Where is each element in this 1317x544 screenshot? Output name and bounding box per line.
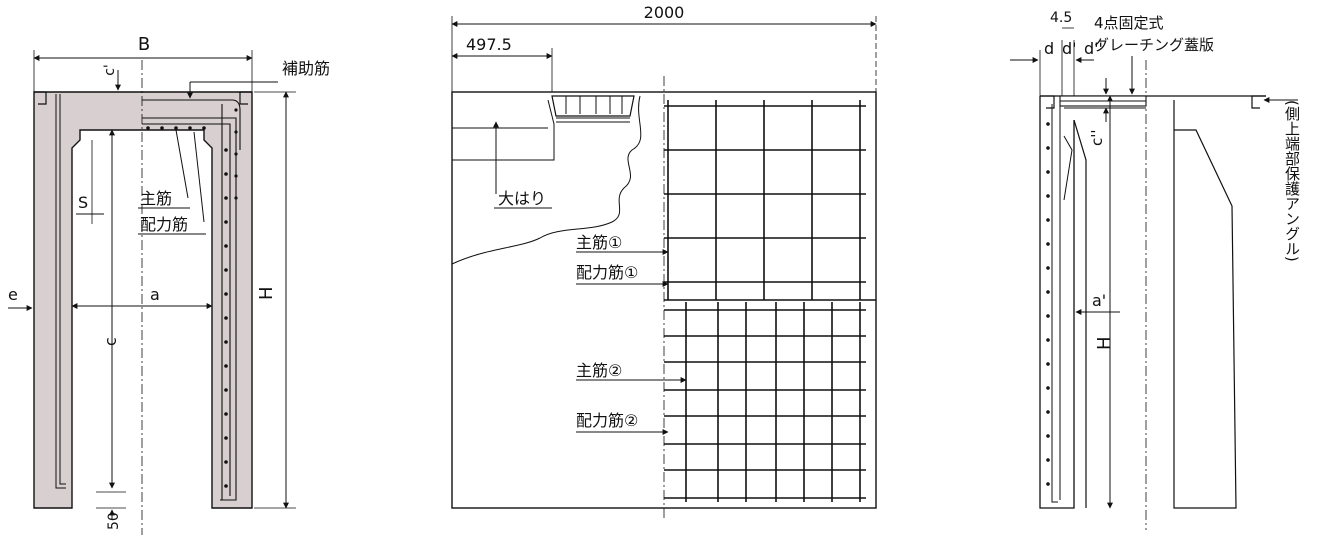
rebar-dot: [1046, 386, 1050, 390]
right-side-wall: [1173, 100, 1237, 509]
rebar-dot: [174, 126, 178, 130]
rebar-dot: [234, 196, 238, 200]
label-shukin2: 主筋②: [576, 361, 622, 380]
rebar-dot: [1046, 122, 1050, 126]
rebar-dot: [146, 126, 150, 130]
label-c-dprime: c'': [1088, 130, 1106, 147]
label-H-right: H: [1094, 336, 1115, 350]
rebar-dot: [1046, 170, 1050, 174]
rebar-dot: [224, 268, 228, 272]
rebar-dot: [202, 126, 206, 130]
beam-grating-bars: [556, 96, 630, 123]
rebar-dot: [234, 174, 238, 178]
rebar-dot: [1046, 338, 1050, 342]
label-cover-1: 4点固定式: [1094, 14, 1164, 32]
right-rebar: [1051, 104, 1061, 503]
hairyoku-leader: [193, 131, 205, 223]
left-angle: [34, 91, 47, 105]
rebar-dot: [224, 412, 228, 416]
label-a: a: [150, 285, 160, 304]
rebar-dot: [188, 126, 192, 130]
rebar-dot: [1046, 218, 1050, 222]
rebar-dot: [1046, 266, 1050, 270]
rebar-dot: [1046, 362, 1050, 366]
rebar-dot: [1046, 242, 1050, 246]
rebar-dot: [224, 196, 228, 200]
label-shukin1: 主筋①: [576, 233, 622, 252]
beam-outline: [452, 99, 555, 161]
top-left-angle: [1040, 95, 1055, 109]
rebar-dot: [224, 148, 228, 152]
label-497: 497.5: [466, 35, 512, 54]
rebar-dot: [224, 484, 228, 488]
label-d-dprime: d'': [1084, 39, 1103, 58]
label-a-prime: a': [1092, 291, 1106, 310]
label-d-prime: d': [1062, 39, 1077, 58]
rebar-dot: [224, 244, 228, 248]
rebar-dot: [224, 460, 228, 464]
rebar-dot: [160, 126, 164, 130]
left-wall-rebar: [55, 94, 66, 489]
label-c: c: [101, 337, 120, 346]
label-d: d: [1044, 39, 1054, 58]
label-50: 50: [106, 512, 122, 530]
rebar-dot: [234, 108, 238, 112]
right-wall-taper: [1073, 119, 1087, 508]
rebar-dot: [234, 130, 238, 134]
shukin-leader: [175, 129, 189, 199]
rebar-dot: [1046, 314, 1050, 318]
label-hojo: 補助筋: [282, 59, 330, 78]
top-right-angle: [1251, 95, 1266, 109]
label-H: H: [256, 286, 277, 300]
rebar-dot: [1046, 482, 1050, 486]
label-S: S: [78, 193, 88, 212]
inner-hook: [1063, 135, 1073, 201]
label-hairyoku: 配力筋: [140, 215, 188, 234]
rebar-dot: [224, 220, 228, 224]
label-ohari: 大はり: [498, 189, 546, 208]
right-rebar-dots: [1046, 122, 1050, 486]
rebar-dot: [1046, 410, 1050, 414]
rebar-dot: [224, 340, 228, 344]
middle-plan-view: 2000 497.5 大はり 主筋① 配力筋① 主筋② 配力筋②: [451, 3, 877, 520]
label-hairyoku1: 配力筋①: [576, 263, 638, 282]
right-outer-wall: [1039, 96, 1075, 509]
mesh-upper: [664, 100, 876, 301]
rebar-dot: [234, 152, 238, 156]
label-4-5: 4.5: [1050, 10, 1072, 26]
rebar-dots: [146, 108, 238, 488]
rebar-dot: [224, 436, 228, 440]
rebar-dot: [1046, 146, 1050, 150]
label-hairyoku2: 配力筋②: [576, 411, 638, 430]
u-channel-concrete: [33, 91, 253, 509]
rebar-dot: [224, 364, 228, 368]
rebar-dot: [224, 316, 228, 320]
rebar-dot: [224, 172, 228, 176]
right-angle: [239, 91, 252, 105]
label-c-prime: c': [102, 64, 118, 76]
rebar-dot: [1046, 290, 1050, 294]
mesh-lower: [664, 302, 866, 502]
beam-grating: [551, 95, 635, 117]
rebar-dot: [1046, 194, 1050, 198]
rebar-dot: [224, 388, 228, 392]
rebar-dot: [1046, 434, 1050, 438]
label-2000: 2000: [644, 3, 685, 22]
label-cover-2: グレーチング蓋版: [1094, 36, 1214, 54]
label-angle: (側上端部保護アングル): [1283, 100, 1301, 262]
label-B: B: [138, 34, 150, 55]
left-cross-section: B c' 補助筋 主筋 配力筋 S e a c 50: [8, 34, 330, 535]
label-e: e: [8, 285, 18, 304]
right-cross-section: 4.5 4点固定式 グレーチング蓋版 d d' d'' c'' a' H (側上…: [1010, 10, 1301, 530]
right-wall-rebar: [142, 104, 237, 501]
rebar-dot: [1046, 458, 1050, 462]
broken-line: [451, 95, 642, 265]
label-shukin: 主筋: [140, 189, 172, 208]
top-bar: [142, 99, 241, 150]
rebar-dot: [224, 292, 228, 296]
